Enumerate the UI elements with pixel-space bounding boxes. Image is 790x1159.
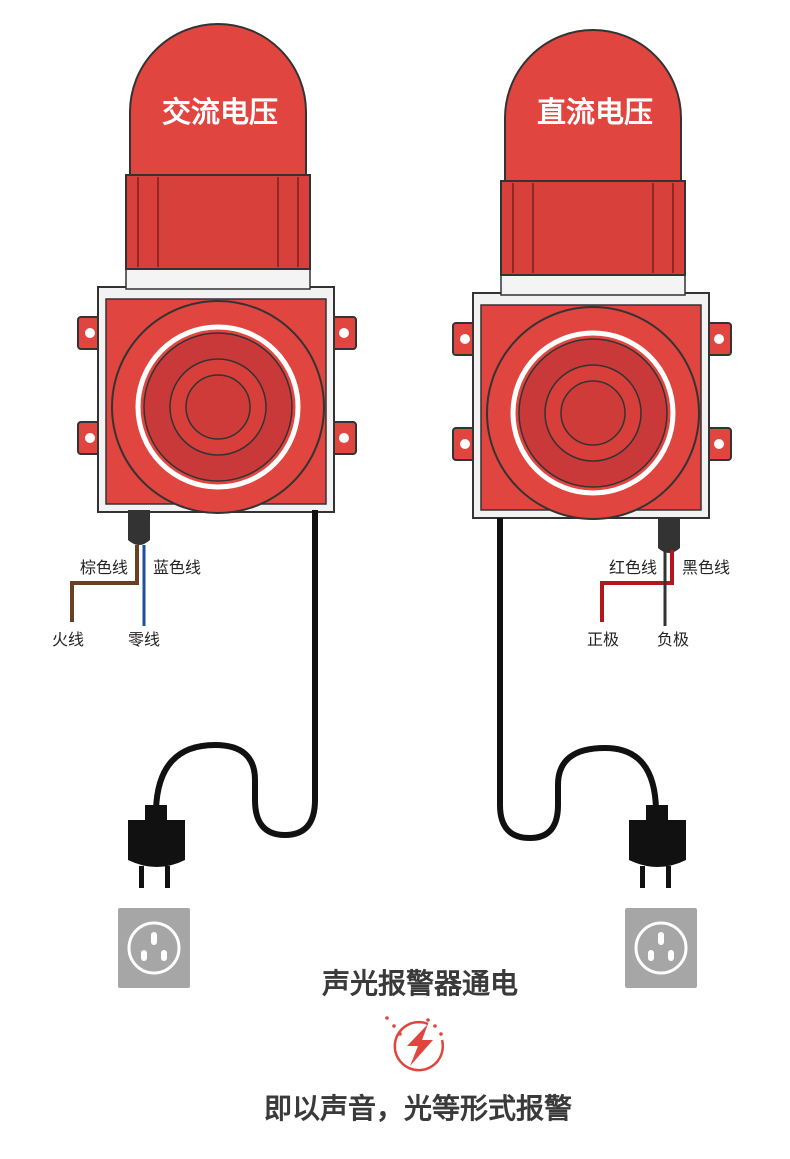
socket-icon bbox=[118, 908, 190, 988]
wire-label: 蓝色线 bbox=[153, 558, 201, 577]
power-cable bbox=[153, 510, 318, 839]
plug-icon bbox=[629, 805, 686, 888]
terminal-label: 正极 bbox=[587, 630, 619, 649]
red-wire bbox=[600, 550, 674, 622]
caption-line2: 即以声音，光等形式报警 bbox=[264, 1092, 572, 1125]
device-title: 交流电压 bbox=[162, 95, 278, 129]
cable-gland bbox=[658, 518, 680, 553]
lightning-icon bbox=[385, 1016, 444, 1072]
terminal-label: 零线 bbox=[128, 630, 160, 649]
device-title: 直流电压 bbox=[537, 95, 653, 129]
dc-alarm-device: 直流电压 红色线 黑色线 正极 负极 bbox=[453, 30, 731, 988]
ac-alarm-device: 交流电压 棕色线 蓝色线 火线 零线 bbox=[52, 24, 356, 988]
cable-gland bbox=[128, 510, 150, 545]
wire-label: 棕色线 bbox=[80, 558, 128, 577]
caption-line1: 声光报警器通电 bbox=[322, 967, 518, 1000]
brown-wire bbox=[70, 545, 139, 622]
socket-icon bbox=[625, 908, 697, 988]
plug-icon bbox=[128, 805, 185, 888]
power-cable bbox=[497, 518, 659, 842]
terminal-label: 火线 bbox=[52, 630, 84, 649]
wire-label: 黑色线 bbox=[682, 558, 730, 577]
wire-label: 红色线 bbox=[609, 558, 657, 577]
terminal-label: 负极 bbox=[657, 630, 689, 649]
